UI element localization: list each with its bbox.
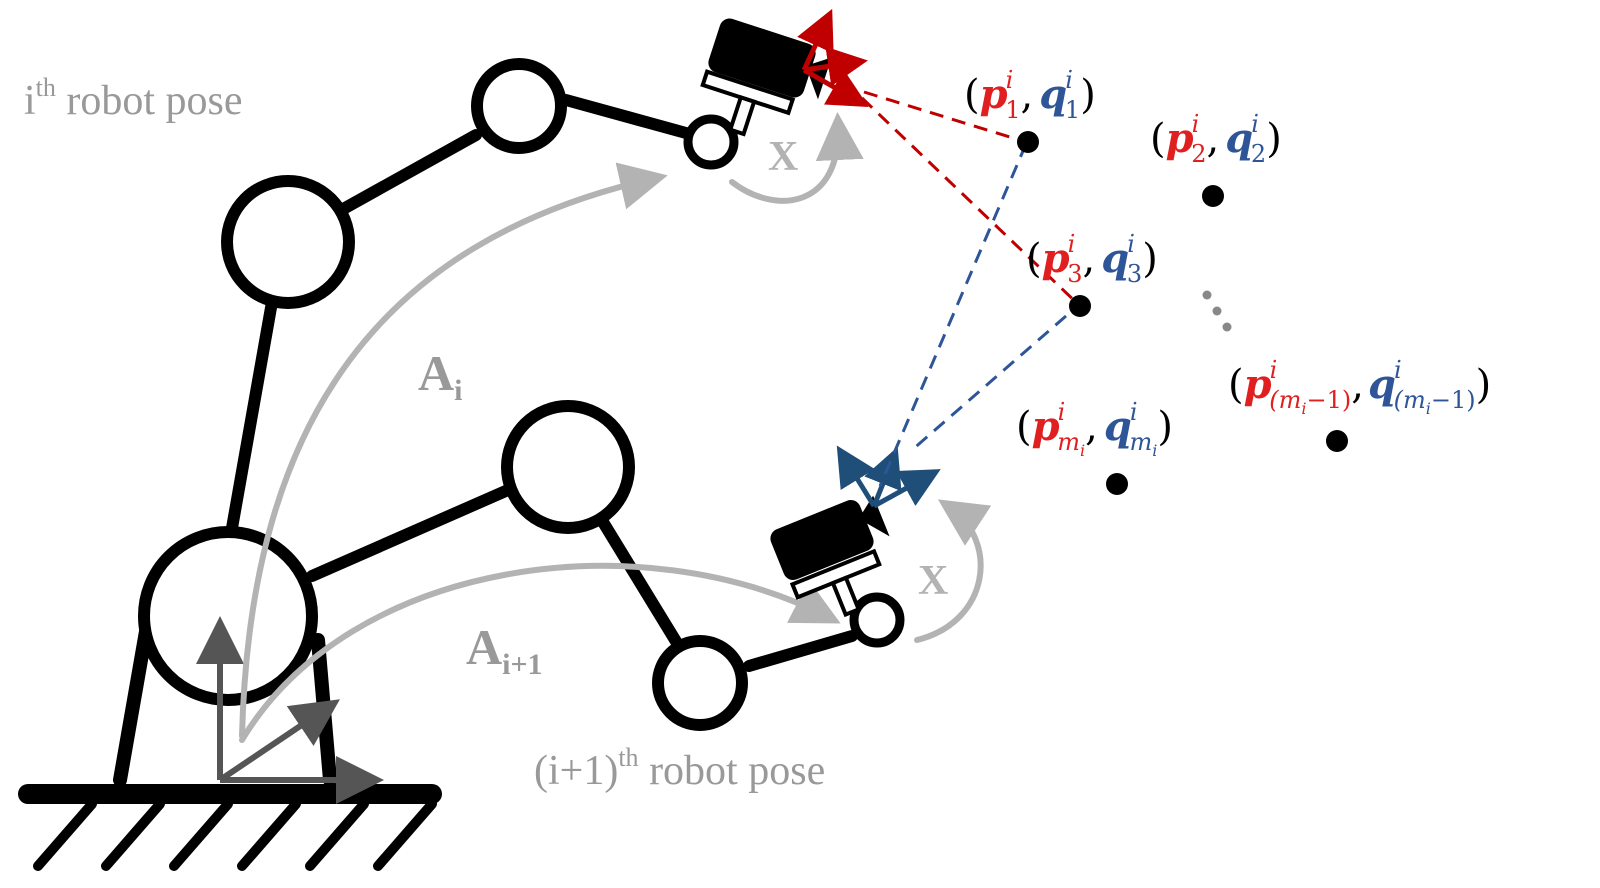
- motion-arrows: [239, 112, 992, 743]
- camera-frame-blue: [836, 445, 941, 509]
- arrow-A-i1: [239, 563, 841, 743]
- robot-joints: [138, 58, 905, 731]
- arrow-X-top: [729, 112, 864, 204]
- robot-links-pose-i1: [306, 484, 858, 672]
- joint-wrist-i1: [652, 635, 748, 731]
- X-label-top: X: [768, 134, 798, 180]
- base-frame-axes: [196, 616, 384, 804]
- pose-i1-label: (i+1)th robot pose: [534, 743, 825, 794]
- robot-links-pose-i: [226, 94, 692, 534]
- feature-points: [1017, 131, 1348, 495]
- base-joint: [138, 526, 318, 706]
- point-pair-mi-1-label: (pi(mi−1),qi(mi−1)): [1228, 356, 1491, 418]
- ground: [18, 784, 442, 871]
- pose-i-label: ith robot pose: [24, 73, 243, 124]
- wrist-joint-i: [683, 114, 739, 170]
- feature-point-1: [1017, 131, 1039, 153]
- feature-point-mi: [1106, 473, 1128, 495]
- joint-elbow-i: [471, 58, 567, 154]
- feature-point-3: [1069, 295, 1091, 317]
- feature-point-mi-1: [1326, 430, 1348, 452]
- wrist-joint-i1: [849, 592, 905, 648]
- A-i-label: Ai: [418, 345, 462, 407]
- feature-point-2: [1202, 185, 1224, 207]
- camera-gripper-pose-i1: [770, 445, 941, 618]
- camera-gripper-pose-i: [700, 8, 869, 137]
- A-i1-label: Ai+1: [466, 619, 543, 681]
- joint-elbow-i1: [501, 400, 635, 534]
- ellipsis-dots: [1202, 290, 1232, 332]
- joint-shoulder-i: [221, 175, 355, 309]
- X-label-bottom: X: [918, 558, 948, 604]
- arrow-X-bottom: [914, 499, 992, 643]
- projection-lines-blue: [878, 143, 1067, 487]
- camera-frame-red: [797, 8, 869, 107]
- arrow-A-i: [239, 162, 668, 739]
- projection-lines-red: [860, 90, 1082, 308]
